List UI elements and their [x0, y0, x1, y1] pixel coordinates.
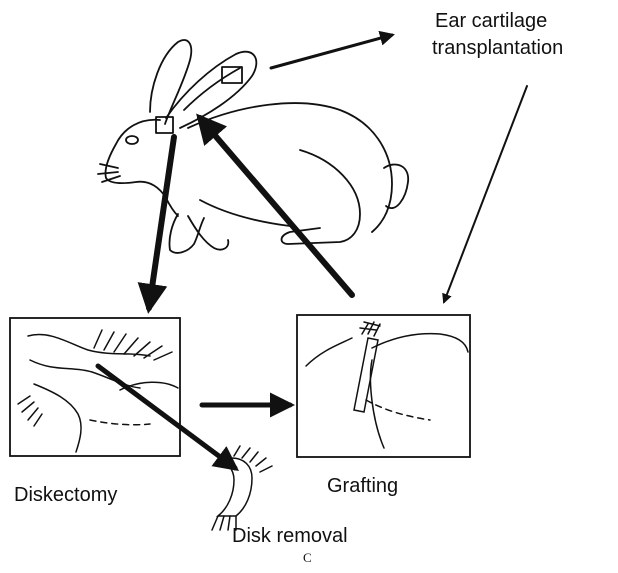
arrow-label-to-grafting [444, 86, 527, 302]
arrow-ear-to-label [271, 35, 392, 68]
panel-letter-label: C [303, 550, 312, 566]
grafting-panel [297, 315, 470, 457]
diskectomy-panel [10, 318, 180, 456]
diskectomy-sketch [18, 330, 178, 452]
label-ear-cartilage-line1: Ear cartilage [435, 9, 547, 33]
rabbit-whiskers [98, 164, 120, 182]
label-grafting: Grafting [327, 474, 398, 498]
rabbit-head [105, 120, 166, 198]
label-diskectomy: Diskectomy [14, 483, 117, 507]
rabbit-eye [126, 136, 138, 144]
rabbit-chest [166, 198, 178, 216]
rabbit-illustration [98, 40, 408, 253]
rabbit-front-legs [169, 214, 228, 253]
label-disk-removal: Disk removal [232, 524, 348, 548]
grafting-frame [297, 315, 470, 457]
grafting-sketch [306, 322, 468, 448]
process-arrows [98, 35, 527, 468]
arrow-grafting-to-ear [200, 118, 352, 295]
rabbit-ear-fold [184, 68, 240, 110]
arrow-ear-to-diskectomy [149, 137, 174, 308]
label-ear-cartilage-line2: transplantation [432, 36, 563, 60]
rabbit-back [188, 103, 392, 232]
rabbit-tail [384, 164, 408, 208]
diskectomy-frame [10, 318, 180, 456]
